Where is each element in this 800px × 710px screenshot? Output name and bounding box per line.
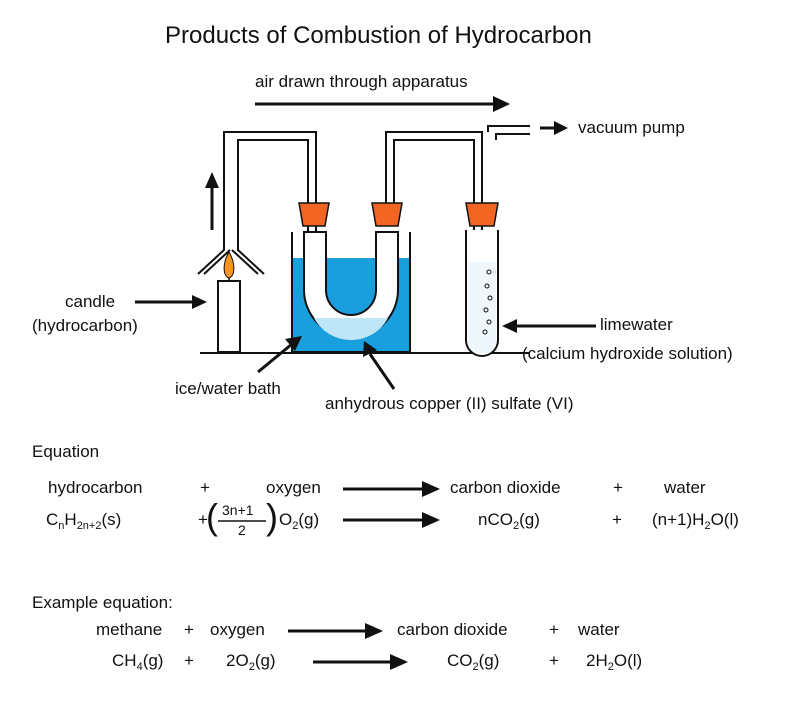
example-ch4: CH: [112, 651, 137, 670]
formula-state-solid: (s): [101, 510, 122, 529]
example-ch4-state: (g): [142, 651, 164, 670]
formula-c: C: [46, 510, 59, 529]
example-formula-plus-1: +: [184, 651, 194, 670]
fraction-denominator: 2: [238, 522, 246, 538]
example-ch4-subscript: 4: [136, 661, 143, 673]
copper-sulfate-label: anhydrous copper (II) sulfate (VI): [325, 394, 574, 413]
fraction-left-paren: (: [206, 496, 218, 537]
example-o2-state: (g): [254, 651, 276, 670]
copper-sulfate-pointer-head: [363, 341, 377, 357]
example-co2: CO: [447, 651, 473, 670]
copper-sulfate-pointer: [368, 353, 396, 390]
formula-co2-state: (g): [519, 510, 540, 529]
candle-pointer-head: [192, 295, 207, 309]
formula-plus-1: +: [198, 510, 208, 529]
ice-bath-label: ice/water bath: [175, 379, 281, 398]
candle-flame: [223, 251, 235, 279]
air-flow-arrowhead: [493, 96, 510, 112]
example-formula-arrowhead: [390, 654, 408, 670]
word-equation-arrowhead: [422, 481, 440, 497]
outlet-tube: [487, 125, 530, 140]
upward-flow-arrowhead: [205, 172, 219, 188]
example-formula-plus-2: +: [549, 651, 559, 670]
funnel-right: [231, 139, 309, 275]
word-plus-1: +: [200, 478, 210, 497]
formula-o: O: [279, 510, 293, 529]
limewater: [468, 262, 496, 354]
formula-water: (n+1)H2O(l): [652, 510, 739, 532]
example-h2o-o: O(l): [613, 651, 643, 670]
example-h2o-h: 2H: [586, 651, 608, 670]
candle-label-detail: (hydrocarbon): [32, 316, 138, 335]
example-word-plus-1: +: [184, 620, 194, 639]
formula-h: H: [64, 510, 77, 529]
word-product-water: water: [664, 478, 706, 497]
formula-hydrocarbon: CnH2n+2(s): [46, 510, 121, 532]
formula-equation-arrowhead: [422, 512, 440, 528]
example-formula-oxygen: 2O2(g): [226, 651, 276, 673]
formula-carbon-dioxide: nCO2(g): [478, 510, 540, 532]
air-flow-label: air drawn through apparatus: [255, 72, 468, 91]
limewater-label: limewater: [600, 315, 673, 334]
formula-h2o-subscript: 2: [704, 520, 711, 532]
candle-label: candle: [65, 292, 116, 311]
example-heading: Example equation:: [32, 593, 173, 612]
formula-state-gas: (g): [298, 510, 320, 529]
formula-oxygen: O2(g): [279, 510, 319, 532]
diagram-title: Products of Combustion of Hydrocarbon: [165, 22, 592, 49]
stopper-left: [298, 202, 330, 227]
copper-sulfate: [314, 318, 388, 341]
word-reactant-hydrocarbon: hydrocarbon: [48, 478, 143, 497]
example-word-water: water: [578, 620, 620, 639]
candle-body: [217, 280, 241, 353]
gas-bubbles: [482, 269, 493, 335]
stopper-right: [465, 202, 499, 227]
fraction-numerator: 3n+1: [222, 502, 254, 518]
ice-bath-pointer-head: [285, 336, 302, 351]
formula-plus-2: +: [612, 510, 622, 529]
example-formula-carbon-dioxide: CO2(g): [447, 651, 499, 673]
example-h2o-subscript: 2: [607, 661, 614, 673]
example-word-arrowhead: [365, 623, 383, 639]
example-co2-subscript: 2: [472, 661, 479, 673]
vacuum-pump-arrowhead: [554, 121, 568, 135]
formula-co2-subscript: 2: [512, 520, 520, 532]
formula-co2: nCO: [478, 510, 513, 529]
equation-heading: Equation: [32, 442, 100, 461]
formula-c-subscript: n: [58, 520, 65, 532]
formula-h2o-o: O(l): [710, 510, 739, 529]
example-word-carbon-dioxide: carbon dioxide: [397, 620, 508, 639]
formula-o-subscript: 2: [292, 520, 299, 532]
limewater-label-detail: (calcium hydroxide solution): [522, 344, 733, 363]
stopper-middle: [371, 202, 403, 227]
word-product-carbon-dioxide: carbon dioxide: [450, 478, 561, 497]
funnel: [197, 131, 317, 275]
word-plus-2: +: [613, 478, 623, 497]
beaker: [291, 232, 411, 353]
vacuum-pump-label: vacuum pump: [578, 118, 685, 137]
example-o2: 2O: [226, 651, 249, 670]
example-co2-state: (g): [478, 651, 500, 670]
formula-h2o-h: (n+1)H: [652, 510, 705, 529]
example-word-plus-2: +: [549, 620, 559, 639]
example-formula-water: 2H2O(l): [586, 651, 642, 673]
formula-h-subscript: 2n+2: [76, 520, 102, 532]
ice-bath-pointer: [257, 342, 293, 374]
example-formula-methane: CH4(g): [112, 651, 163, 673]
example-word-oxygen: oxygen: [210, 620, 265, 639]
example-o2-subscript: 2: [248, 661, 255, 673]
word-reactant-oxygen: oxygen: [266, 478, 321, 497]
limewater-pointer-head: [502, 319, 517, 333]
example-word-methane: methane: [96, 620, 163, 639]
fraction-right-paren: ): [266, 496, 278, 537]
